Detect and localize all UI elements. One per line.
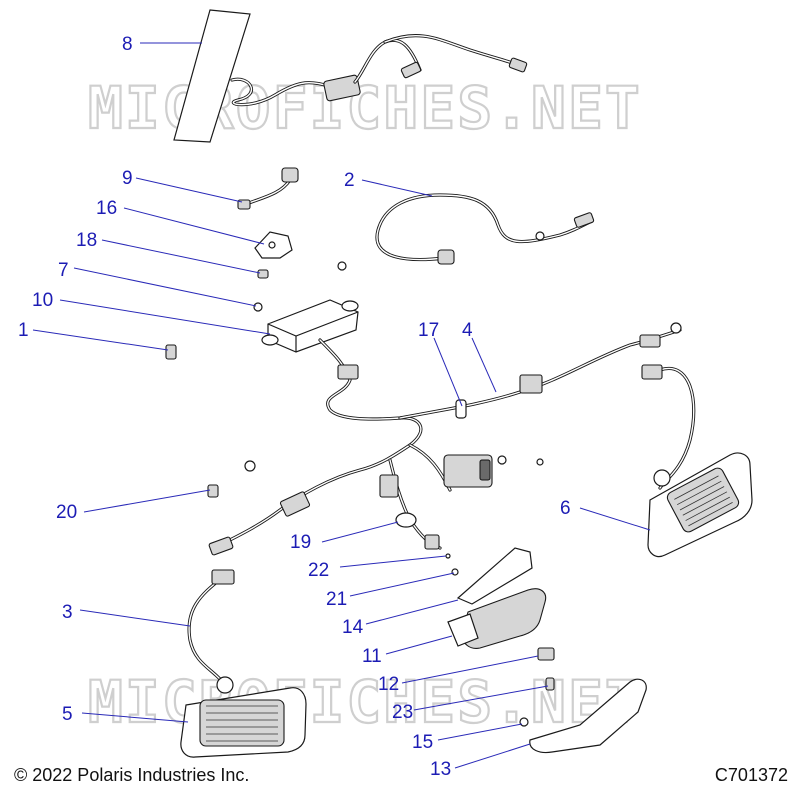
part-11-amplifier (447, 588, 547, 649)
part-7-screw (253, 302, 263, 312)
misc-screw (337, 261, 347, 271)
callout-9: 9 (122, 168, 133, 189)
callout-20: 20 (56, 502, 77, 523)
part-21-screw (451, 568, 459, 576)
watermark-top: MICROFICHES.NET (88, 74, 642, 142)
leader-lines (32, 42, 651, 769)
callout-17: 17 (418, 320, 439, 341)
part-18-connector (257, 269, 269, 279)
figure-code: C701372 (714, 765, 788, 785)
part-20-screw (207, 484, 219, 498)
callout-1: 1 (18, 320, 29, 341)
callout-12: 12 (378, 674, 399, 695)
part-23-fitting (545, 677, 555, 691)
part-5-left-speaker (180, 687, 307, 758)
watermark-bottom: MICROFICHES.NET (88, 668, 642, 736)
callout-4: 4 (462, 320, 473, 341)
copyright-notice: © 2022 Polaris Industries Inc. (14, 765, 250, 785)
part-12-sensor (537, 647, 555, 661)
callout-13: 13 (430, 759, 451, 780)
part-4-main-harness (208, 322, 682, 556)
callout-2: 2 (344, 170, 355, 191)
callout-14: 14 (342, 617, 364, 638)
callout-21: 21 (326, 589, 347, 610)
part-22-nut (445, 553, 451, 559)
callout-18: 18 (76, 230, 97, 251)
callout-16: 16 (96, 198, 117, 219)
part-14-mount-bar (456, 547, 533, 605)
callout-8: 8 (122, 34, 133, 55)
part-19-clip (395, 512, 417, 528)
callout-3: 3 (62, 602, 73, 623)
callout-22: 22 (308, 560, 329, 581)
callout-11: 11 (362, 646, 382, 667)
callout-19: 19 (290, 532, 311, 553)
part-2-harness (375, 193, 595, 265)
part-9-jumper-harness (237, 167, 299, 210)
callout-7: 7 (58, 260, 69, 281)
callout-6: 6 (560, 498, 571, 519)
part-8-panel-harness (173, 9, 528, 143)
part-13-bracket (529, 678, 647, 754)
part-6-right-speaker (641, 364, 753, 558)
callout-23: 23 (392, 702, 413, 723)
callout-10: 10 (32, 290, 53, 311)
part-3-speaker-harness (187, 569, 235, 694)
part-10-control-module (261, 299, 359, 353)
callout-5: 5 (62, 704, 73, 725)
part-17-clamp (455, 399, 467, 419)
callout-15: 15 (412, 732, 433, 753)
part-16-bracket (254, 231, 293, 259)
part-15-screw (519, 717, 529, 727)
callout-numbers: 8 9 2 16 18 7 10 1 17 4 20 6 19 22 21 14… (18, 34, 571, 780)
part-1-connector (165, 344, 177, 360)
